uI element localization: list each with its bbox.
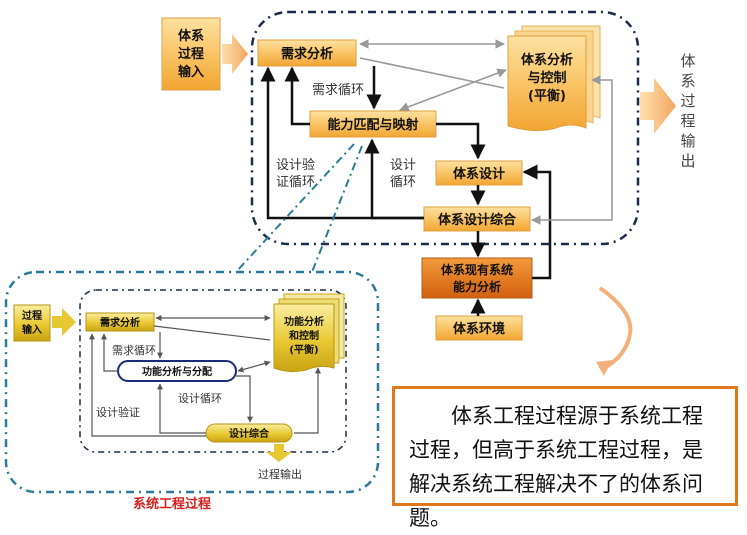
bottom-design-synthesis-label: 设计综合: [229, 427, 270, 440]
zoom-line-left: [235, 143, 355, 273]
top-output-arrow: [640, 78, 676, 134]
diagram-canvas: 体系 过程 输入 需求分析 体系分析 与控制 (平衡) 能力匹配与映射 体系设计…: [4, 10, 696, 512]
top-output-char-2: 系: [680, 72, 695, 90]
top-design-loop-label-1: 设计: [390, 158, 416, 173]
bottom-output-arrow: [266, 444, 292, 462]
top-output-char-4: 程: [680, 112, 695, 130]
top-output-char-5: 输: [680, 132, 695, 150]
top-system-design-label: 体系设计: [453, 166, 505, 182]
bottom-outer-boundary: [4, 270, 380, 494]
bottom-analysis-label-3: (平衡): [289, 343, 318, 356]
top-input-label-3: 输入: [178, 64, 204, 80]
top-environment-box: [435, 315, 523, 341]
top-boundary: [250, 10, 640, 246]
curved-arrow: [598, 286, 633, 370]
top-design-loop-label-2: 循环: [390, 175, 416, 190]
top-existing-label-1: 体系现有系统: [441, 262, 513, 277]
top-analysis-label-1: 体系分析: [521, 52, 573, 68]
bottom-arrow-req-analysis-2: [153, 325, 271, 341]
top-output-label: 体 系 过 程 输 出: [680, 52, 695, 170]
top-analysis-control-node: 体系分析 与控制 (平衡): [507, 25, 601, 132]
top-output-char-3: 过: [680, 92, 695, 110]
bottom-design-loop-label: 设计循环: [178, 392, 222, 405]
arrow-capability-to-design: [436, 122, 486, 160]
bottom-arrow-synthesis-analysis: [294, 367, 321, 434]
top-input-node: 体系 过程 输入: [161, 17, 221, 91]
top-analysis-label-2: 与控制: [527, 70, 566, 86]
conclusion-text-box: 体系工程过程源于系统工程过程，但高于系统工程过程，是解决系统工程解决不了的体系问…: [392, 386, 738, 530]
top-capability-box: [309, 110, 437, 138]
curved-arrow-head: [596, 360, 612, 376]
bottom-output-label: 过程输出: [258, 467, 302, 481]
bottom-input-label-1: 过程: [22, 309, 42, 322]
top-existing-label-2: 能力分析: [453, 279, 501, 294]
gray-req-analysis-2: [359, 57, 505, 89]
conclusion-text: 体系工程过程源于系统工程过程，但高于系统工程过程，是解决系统工程解决不了的体系问…: [409, 404, 703, 530]
bottom-verification-label: 设计验证: [96, 405, 140, 419]
bottom-arrow-verification-loop: [89, 333, 206, 437]
bottom-analysis-control-node: 功能分析 和控制 (平衡): [273, 293, 345, 373]
top-output-char-1: 体: [680, 52, 695, 70]
bottom-analysis-label-1: 功能分析: [284, 315, 324, 328]
arrow-verification-loop: [260, 66, 424, 220]
top-verification-loop-label-2: 证循环: [276, 175, 315, 190]
top-verification-loop-label-1: 设计验: [276, 157, 315, 173]
top-output-char-6: 出: [680, 152, 695, 170]
top-requirements-loop-label: 需求循环: [312, 83, 364, 98]
bottom-requirements-box: [85, 312, 155, 332]
bottom-input-node: 过程 输入: [13, 304, 51, 342]
bottom-arrow-function-analysis: [237, 360, 271, 373]
top-system-design-box: [435, 160, 523, 186]
bottom-arrow-requirements-loop: [101, 333, 118, 372]
top-capability-label: 能力匹配与映射: [327, 117, 418, 133]
top-design-synthesis-label: 体系设计综合: [438, 212, 517, 228]
bottom-requirements-loop-label: 需求循环: [112, 344, 156, 357]
arrow-requirements-loop: [284, 66, 310, 126]
top-requirements-label: 需求分析: [281, 46, 333, 62]
bottom-arrow-design-loop: [157, 383, 206, 434]
bottom-inner-boundary: [79, 289, 347, 453]
bottom-input-arrow: [52, 308, 76, 336]
top-input-label-2: 过程: [178, 46, 204, 62]
bottom-requirements-label: 需求分析: [100, 316, 140, 329]
zoom-line-right: [311, 145, 363, 273]
top-input-label-1: 体系: [178, 28, 204, 44]
top-requirements-box: [257, 39, 357, 67]
top-input-arrow: [222, 34, 248, 74]
gray-synthesis-analysis: [531, 75, 613, 225]
top-existing-capability-box: [421, 257, 533, 299]
bottom-analysis-label-2: 和控制: [288, 329, 319, 342]
gray-capability-analysis: [399, 68, 507, 112]
top-environment-label: 体系环境: [453, 321, 505, 337]
bottom-input-label-2: 输入: [22, 323, 42, 336]
bottom-function-allocation-label: 功能分析与分配: [142, 365, 212, 378]
bottom-caption: 系统工程过程: [133, 496, 211, 512]
bottom-arrow-function-to-synthesis: [236, 375, 253, 423]
top-analysis-label-3: (平衡): [528, 88, 566, 104]
